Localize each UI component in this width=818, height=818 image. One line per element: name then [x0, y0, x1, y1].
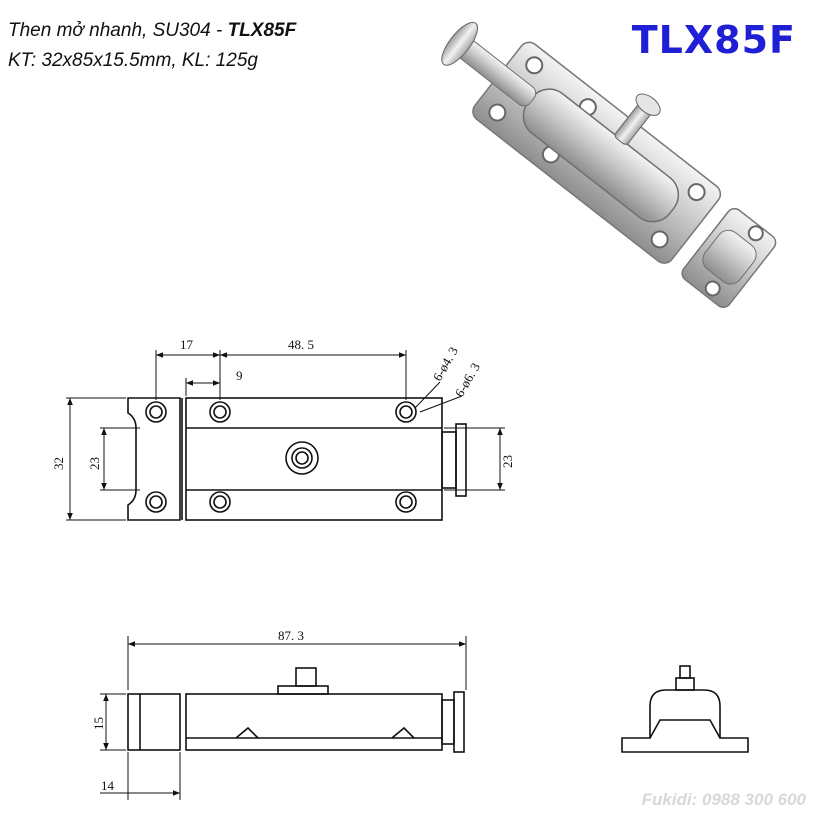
top-knob-cap — [455, 423, 467, 497]
top-keeper-outline — [127, 397, 181, 521]
dim-hole-small: 6-ø4. 3 — [430, 344, 461, 383]
dim-hole-large: 6-ø6. 3 — [452, 360, 483, 399]
top-knob — [441, 431, 457, 489]
side-end-knob — [441, 699, 455, 745]
side-view-drawing — [100, 636, 467, 800]
dim-width-14: 14 — [101, 778, 115, 793]
side-keeper-outline — [127, 693, 181, 751]
top-mount-holes — [145, 401, 417, 513]
product-dimensions-weight: KT: 32x85x15.5mm, KL: 125g — [8, 50, 258, 71]
latch-keeper — [681, 207, 777, 309]
dim-length-87-3: 87. 3 — [278, 628, 304, 643]
top-view-dimension-labels: 17 48. 5 9 6-ø4. 3 6-ø6. 3 32 23 23 — [51, 337, 515, 470]
dim-height-15: 15 — [91, 717, 106, 730]
latch-knob-head — [635, 93, 661, 116]
product-description-line1: Then mở nhanh, SU304 - TLX85F — [8, 20, 296, 42]
end-view-outline — [621, 689, 749, 753]
end-view-drawing — [621, 665, 749, 753]
side-knob-base — [277, 685, 329, 695]
side-view-dimension-labels: 87. 3 15 14 — [91, 628, 304, 793]
product-description-prefix: Then mở nhanh, SU304 - — [8, 20, 228, 41]
latch-bolt-end — [441, 21, 479, 66]
watermark: Fukidi: 0988 300 600 — [641, 790, 806, 809]
side-end-cap — [453, 691, 465, 753]
side-knob — [295, 667, 317, 687]
dim-spacing-48-5: 48. 5 — [288, 337, 314, 352]
top-view-drawing — [66, 350, 505, 521]
dim-height-23-right: 23 — [500, 455, 515, 468]
product-photo — [441, 21, 777, 309]
dim-offset-9: 9 — [236, 368, 243, 383]
product-model-inline: TLX85F — [227, 20, 297, 41]
dim-height-23-left: 23 — [87, 457, 102, 470]
end-view-knob — [675, 677, 695, 691]
model-badge: TLX85F — [631, 18, 796, 62]
dim-spacing-17: 17 — [180, 337, 194, 352]
top-center-knob — [285, 441, 319, 475]
side-main-body — [185, 693, 443, 751]
dim-height-32: 32 — [51, 457, 66, 470]
